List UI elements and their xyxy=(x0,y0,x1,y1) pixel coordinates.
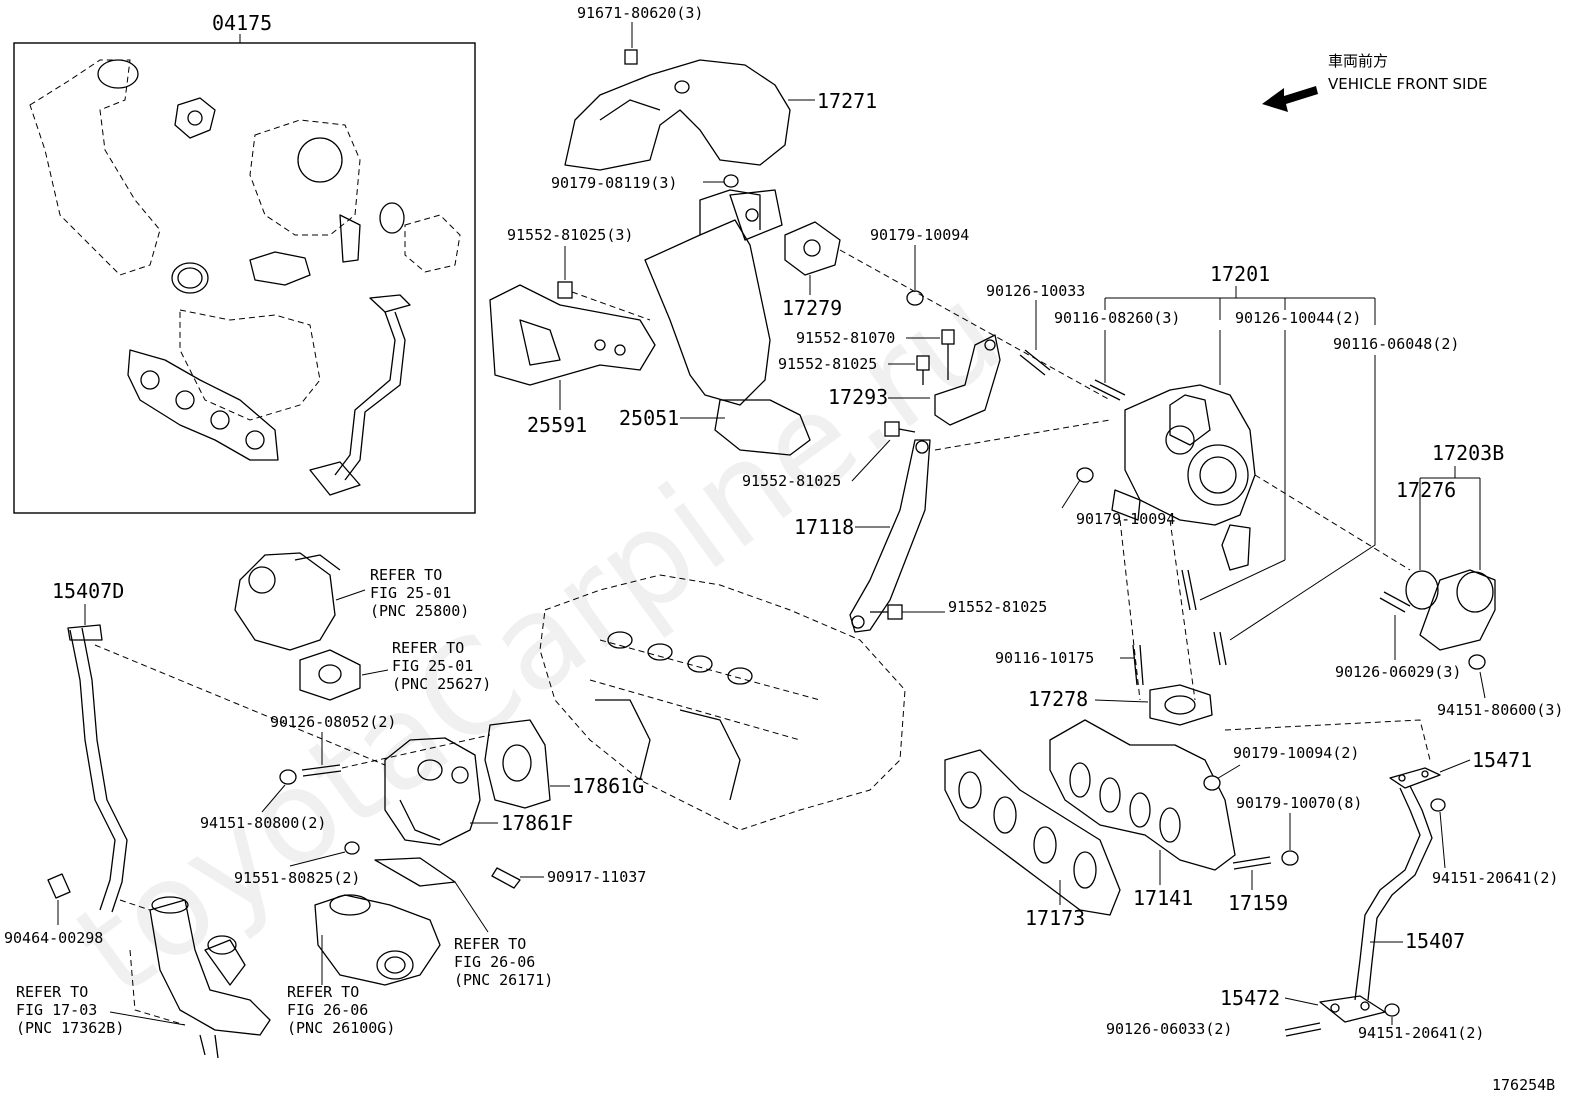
label-91551-80825: 91551-80825(2) xyxy=(234,869,360,887)
label-17271: 17271 xyxy=(817,89,877,113)
ref5-line1: REFER TO xyxy=(287,983,359,1001)
label-17118: 17118 xyxy=(794,515,854,539)
bracket-25591 xyxy=(489,284,656,386)
label-25591: 25591 xyxy=(527,413,587,437)
label-94151-80800: 94151-80800(2) xyxy=(200,814,326,832)
label-17173: 17173 xyxy=(1025,906,1085,930)
clip-90464-00298 xyxy=(47,873,71,899)
label-91671-80620: 91671-80620(3) xyxy=(577,4,703,22)
direction-jp: 車両前方 xyxy=(1328,52,1388,70)
label-15407: 15407 xyxy=(1405,929,1465,953)
ref-part-water-pipe xyxy=(149,896,271,1059)
direction-en: VEHICLE FRONT SIDE xyxy=(1328,75,1488,93)
stud-90126-10033 xyxy=(1019,354,1046,376)
label-90179-10094-a: 90179-10094 xyxy=(870,226,969,244)
ref-part-turbo-upper xyxy=(234,552,341,651)
label-17203B: 17203B xyxy=(1432,441,1504,465)
figure-id: 176254B xyxy=(1492,1076,1555,1094)
stud-17159 xyxy=(1232,856,1272,870)
ref1-line3: (PNC 25800) xyxy=(370,602,469,620)
ref3-line1: REFER TO xyxy=(454,935,526,953)
watermark: toyotaCarpine.ru xyxy=(49,256,1028,1025)
label-17159: 17159 xyxy=(1228,891,1288,915)
heat-shield-17271 xyxy=(564,49,791,171)
label-91552-81025-d: 91552-81025 xyxy=(948,598,1047,616)
label-15472: 15472 xyxy=(1220,986,1280,1010)
ref-part-thermostat-housing xyxy=(314,894,441,986)
label-90464-00298: 90464-00298 xyxy=(4,929,103,947)
label-15471: 15471 xyxy=(1472,748,1532,772)
manifold-gasket-17173 xyxy=(944,749,1121,916)
turbocharger-17201 xyxy=(1111,384,1256,571)
kit-label: 04175 xyxy=(212,11,272,35)
label-17861F: 17861F xyxy=(501,811,573,835)
gasket-17276 xyxy=(1405,570,1439,610)
gasket-17861G xyxy=(484,719,551,809)
label-25051: 25051 xyxy=(619,406,679,430)
label-90116-06048: 90116-06048(2) xyxy=(1333,335,1459,353)
label-90126-06029: 90126-06029(3) xyxy=(1335,663,1461,681)
label-90126-06033: 90126-06033(2) xyxy=(1106,1020,1232,1038)
ref2-line2: FIG 25-01 xyxy=(392,657,473,675)
water-hose-15407D xyxy=(67,624,128,913)
ref5-line3: (PNC 26100G) xyxy=(287,1019,395,1037)
label-90179-10070: 90179-10070(8) xyxy=(1236,794,1362,812)
label-90917-11037: 90917-11037 xyxy=(547,868,646,886)
ref-part-gasket xyxy=(299,649,361,701)
label-90179-10094-b: 90179-10094 xyxy=(1076,510,1175,528)
kit-parts-drawing xyxy=(29,59,461,496)
direction-arrow-icon xyxy=(1262,86,1318,112)
gasket-small xyxy=(374,857,456,887)
water-housing-17861F xyxy=(384,737,481,846)
ref4-line1: REFER TO xyxy=(16,983,88,1001)
bracket-17293 xyxy=(934,334,1001,426)
ref3-line2: FIG 26-06 xyxy=(454,953,535,971)
label-94151-20641-b: 94151-20641(2) xyxy=(1358,1024,1484,1042)
label-94151-20641-a: 94151-20641(2) xyxy=(1432,869,1558,887)
ref1-line2: FIG 25-01 xyxy=(370,584,451,602)
ref2-line3: (PNC 25627) xyxy=(392,675,491,693)
label-90126-10033: 90126-10033 xyxy=(986,282,1085,300)
oil-pipe-15407 xyxy=(1319,767,1441,1023)
gasket-17279 xyxy=(784,221,841,276)
ref5-line2: FIG 26-06 xyxy=(287,1001,368,1019)
cylinder-head xyxy=(539,574,906,831)
ref1-line1: REFER TO xyxy=(370,566,442,584)
label-91552-81025-3: 91552-81025(3) xyxy=(507,226,633,244)
label-90116-08260: 90116-08260(3) xyxy=(1054,309,1180,327)
label-91552-81070: 91552-81070 xyxy=(796,329,895,347)
kit-box xyxy=(13,42,476,514)
ref2-line1: REFER TO xyxy=(392,639,464,657)
label-17293: 17293 xyxy=(828,385,888,409)
label-90126-08052: 90126-08052(2) xyxy=(270,713,396,731)
sensor-90917-11037 xyxy=(491,867,521,889)
label-17278: 17278 xyxy=(1028,687,1088,711)
label-94151-80600: 94151-80600(3) xyxy=(1437,701,1563,719)
ref4-line2: FIG 17-03 xyxy=(16,1001,97,1019)
ref3-line3: (PNC 26171) xyxy=(454,971,553,989)
label-91552-81025-c: 91552-81025 xyxy=(742,472,841,490)
label-90179-10094-c: 90179-10094(2) xyxy=(1233,744,1359,762)
gasket-17278 xyxy=(1149,684,1213,726)
label-17279: 17279 xyxy=(782,296,842,320)
stay-17118 xyxy=(849,439,931,633)
label-17276: 17276 xyxy=(1396,478,1456,502)
label-90126-10044: 90126-10044(2) xyxy=(1235,309,1361,327)
ref4-line3: (PNC 17362B) xyxy=(16,1019,124,1037)
label-17861G: 17861G xyxy=(572,774,644,798)
exhaust-manifold-17141 xyxy=(1049,719,1236,871)
label-15407D: 15407D xyxy=(52,579,124,603)
label-90116-10175: 90116-10175 xyxy=(995,649,1094,667)
catalytic-converter-25051 xyxy=(644,189,811,456)
label-90179-08119: 90179-08119(3) xyxy=(551,174,677,192)
label-17201: 17201 xyxy=(1210,262,1270,286)
label-17141: 17141 xyxy=(1133,886,1193,910)
label-91552-81025-b: 91552-81025 xyxy=(778,355,877,373)
